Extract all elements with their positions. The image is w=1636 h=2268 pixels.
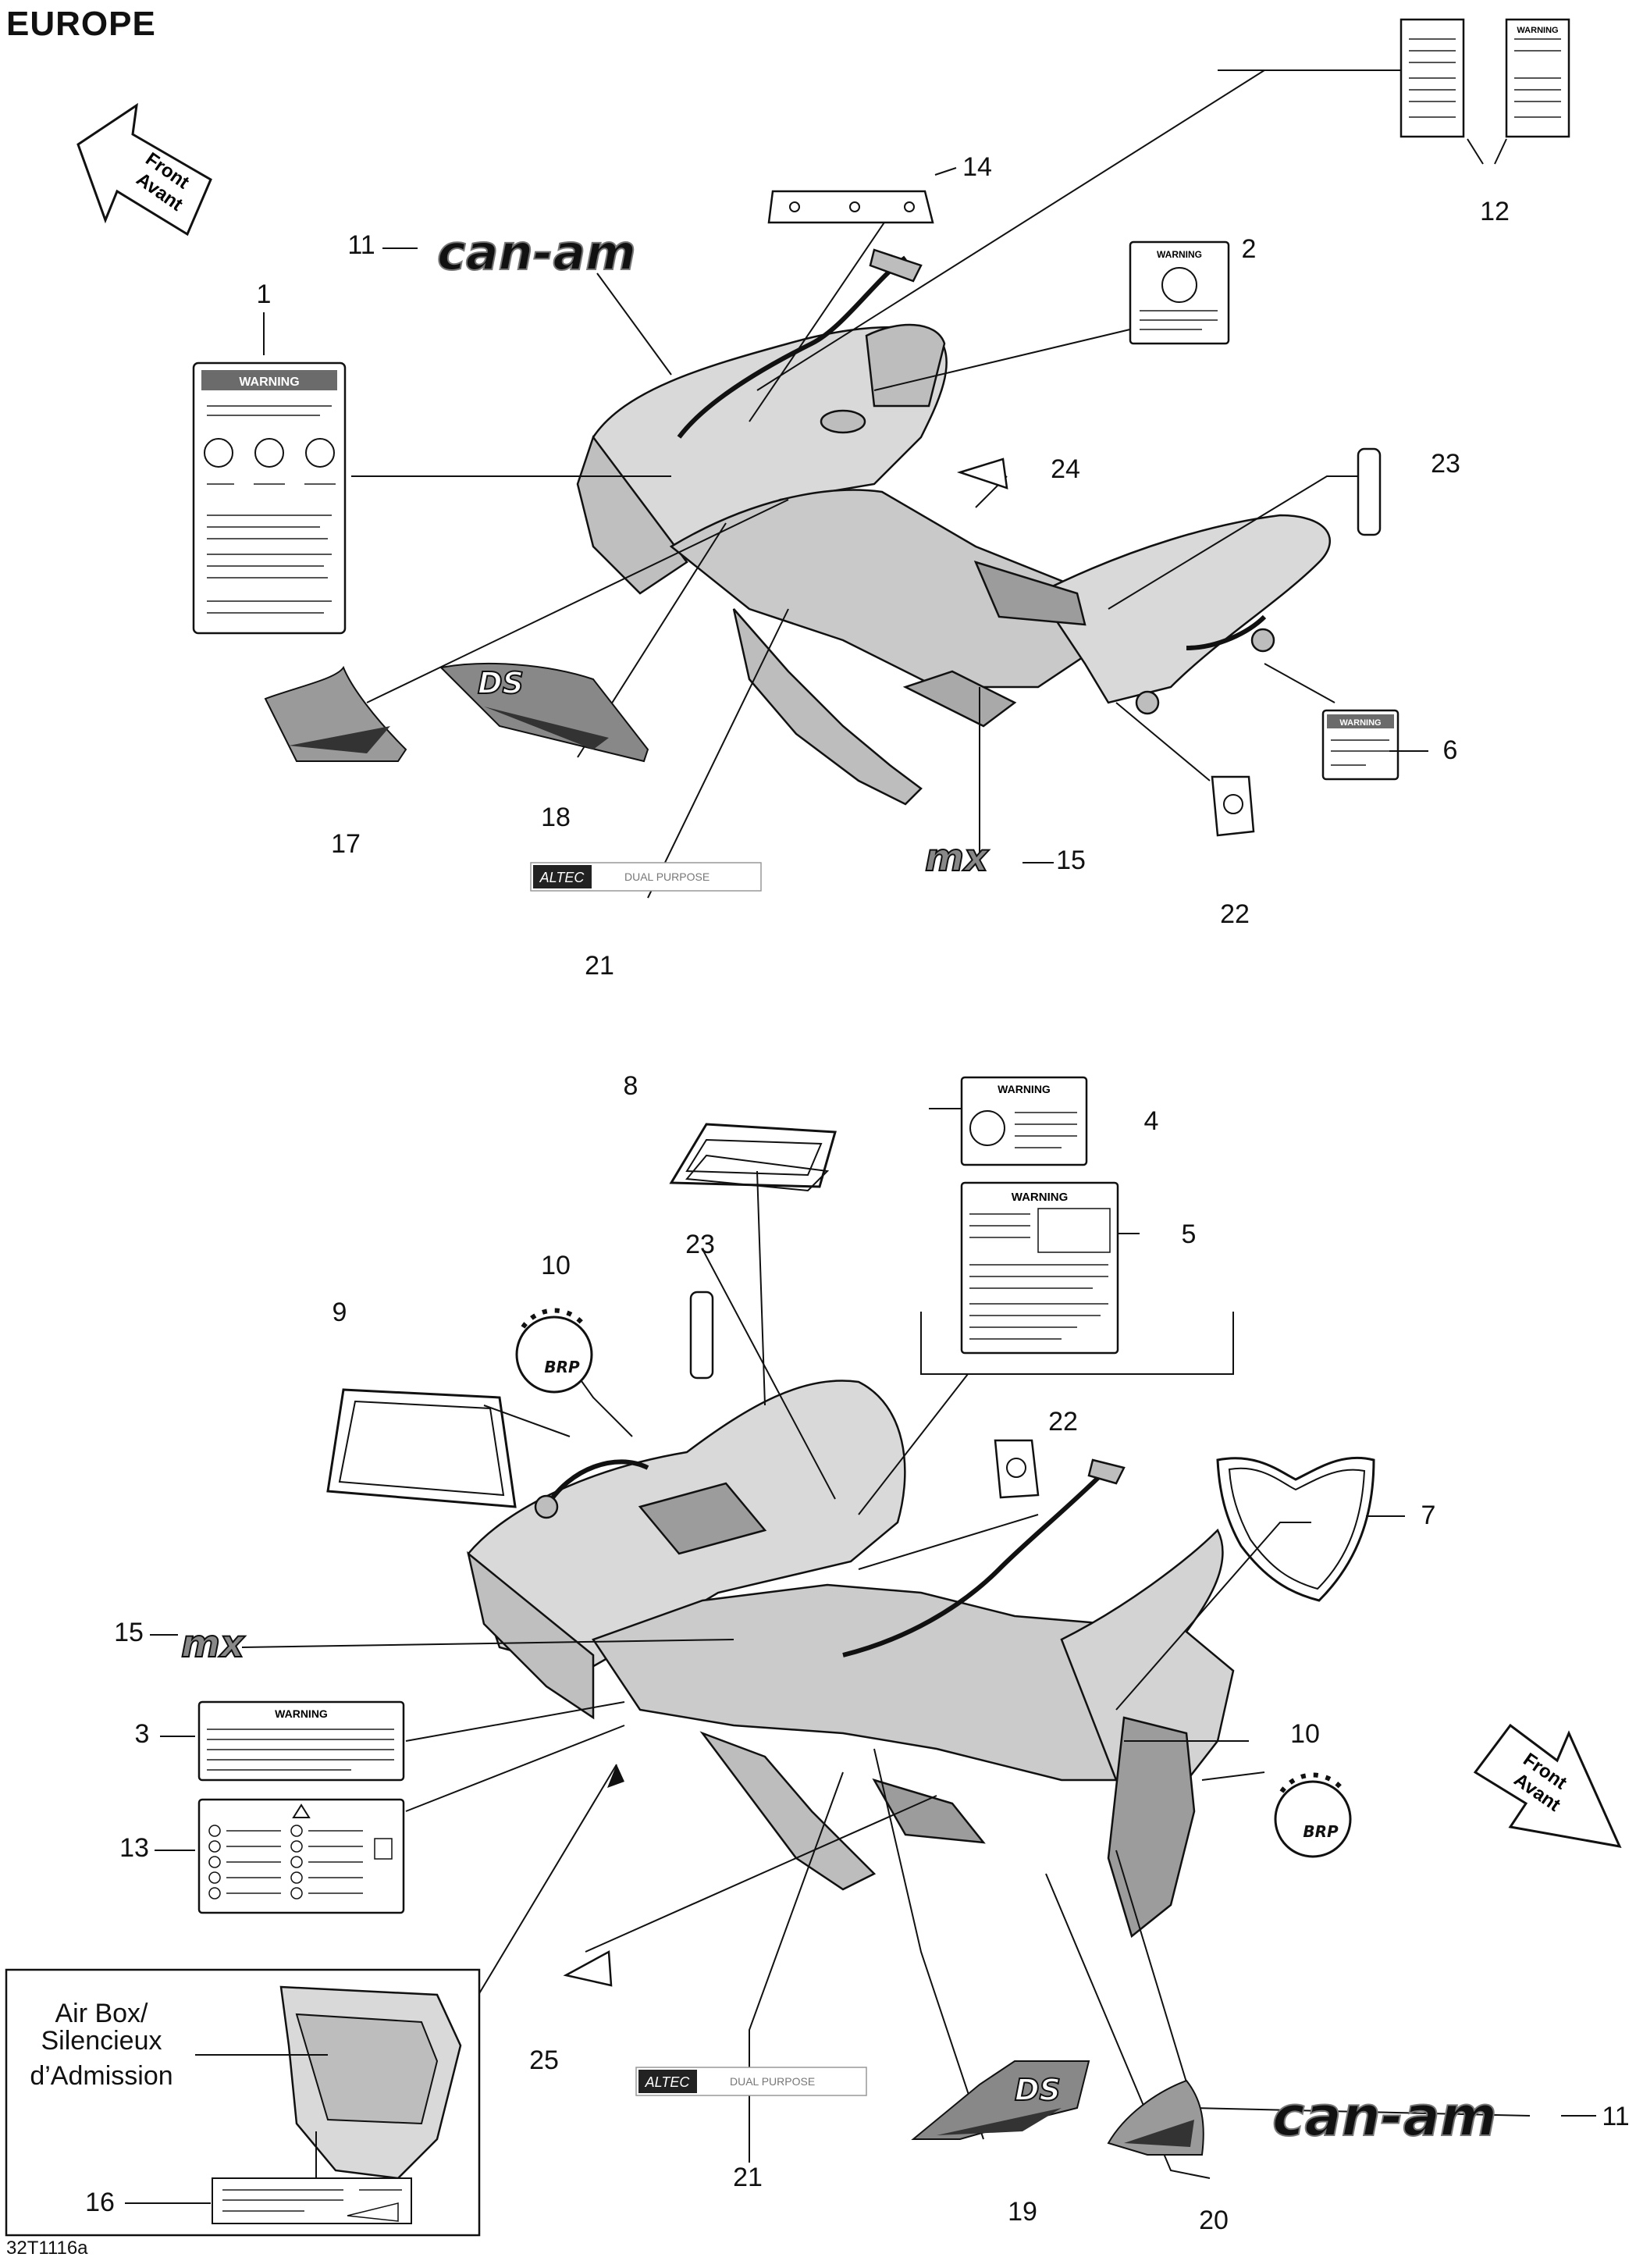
callout-4: 4 — [1144, 1106, 1159, 1136]
decal-25-triangle — [563, 1949, 613, 1987]
callout-1: 1 — [257, 279, 272, 309]
decal-22-tag-bottom — [994, 1439, 1040, 1499]
callout-11-top: 11 — [347, 230, 375, 260]
decal-14-indicator-strip — [767, 190, 934, 224]
decal-12-labels: WARNING — [1399, 18, 1570, 165]
airbox-label-line3: d’Admission — [30, 2061, 172, 2091]
decal-6-warning-text: WARNING — [1339, 718, 1381, 728]
airbox-label-line1: Air Box/ — [55, 1999, 148, 2028]
decal-5-warning-text: WARNING — [1012, 1191, 1069, 1204]
decal-1-warning-label: WARNING — [192, 361, 347, 635]
decal-10-brp-left-text: BRP — [544, 1358, 580, 1376]
front-direction-arrow-bottom[interactable]: Front Avant — [1473, 1723, 1622, 1848]
decal-2-warning-label: WARNING — [1129, 240, 1230, 345]
decal-3-warning-label: WARNING — [197, 1700, 405, 1782]
callout-2: 2 — [1242, 234, 1257, 264]
decal-2-warning-text: WARNING — [1157, 249, 1202, 260]
callout-12: 12 — [1480, 197, 1510, 226]
decal-21-altec-top: ALTEC DUAL PURPOSE — [530, 862, 762, 892]
airbox-label-line2: Silencieux — [41, 2026, 162, 2056]
decal-10-brp-right-text: BRP — [1303, 1822, 1339, 1841]
callout-22-bottom: 22 — [1048, 1407, 1078, 1437]
decal-4-warning-text: WARNING — [998, 1083, 1051, 1095]
decal-18-side-graphic: DS — [439, 663, 649, 763]
front-direction-arrow-top[interactable]: Front Avant — [76, 102, 212, 237]
decal-21-altec-top-text: ALTEC — [539, 870, 585, 885]
callout-dashes — [150, 167, 1596, 2117]
decal-10-brp-badge-right: BRP — [1274, 1772, 1352, 1858]
callout-15-bottom: 15 — [114, 1618, 144, 1647]
callout-6: 6 — [1443, 735, 1458, 765]
decal-6-warning-label: WARNING — [1321, 709, 1399, 781]
decal-23-strip-top — [1357, 447, 1382, 536]
airbox-inset: Air Box/ Silencieux d’Admission — [5, 1968, 481, 2237]
callout-21-top: 21 — [585, 951, 614, 981]
decal-18-ds-text: DS — [478, 666, 524, 700]
decal-19-side-graphic: DS — [911, 2060, 1090, 2140]
decal-21-altec-bottom: ALTEC DUAL PURPOSE — [635, 2067, 867, 2096]
decal-15-mx-bottom: mx — [181, 1622, 246, 1666]
decal-8-fender-outline — [669, 1123, 837, 1192]
decal-10-brp-badge-left: BRP — [515, 1308, 593, 1394]
callout-7: 7 — [1421, 1501, 1436, 1530]
decal-9-fender-outline — [326, 1388, 517, 1508]
callout-25: 25 — [529, 2045, 559, 2075]
decal-21-altec-top-sub: DUAL PURPOSE — [624, 871, 710, 883]
drawing-code: 32T1116a — [6, 2238, 88, 2259]
callout-14: 14 — [962, 152, 992, 182]
decal-7-shield-outline — [1216, 1456, 1375, 1602]
decal-23-strip-bottom — [689, 1291, 714, 1380]
decal-11-can-am-top-text: can-am — [437, 224, 636, 281]
decal-24-triangle — [956, 458, 1008, 490]
decal-12-warning-text: WARNING — [1517, 26, 1558, 35]
callout-numbers: 1 2 3 4 5 6 7 8 9 10 10 11 11 12 13 14 1… — [85, 152, 1630, 2235]
callout-19: 19 — [1008, 2197, 1037, 2227]
decal-13-info-label — [197, 1798, 405, 1914]
decal-17-side-graphic — [264, 665, 407, 762]
decal-1-warning-text: WARNING — [239, 376, 299, 389]
callout-8: 8 — [624, 1071, 638, 1101]
inset-pointer-arrow — [475, 1764, 624, 1999]
callout-9: 9 — [333, 1298, 347, 1327]
callout-15-top: 15 — [1056, 846, 1086, 875]
decal-20-side-graphic — [1107, 2079, 1204, 2156]
decal-21-altec-bottom-text: ALTEC — [645, 2074, 691, 2090]
atv-body-bottom — [467, 1380, 1235, 1939]
callout-21-bottom: 21 — [733, 2163, 763, 2192]
callout-23-bottom: 23 — [685, 1230, 715, 1259]
callout-18: 18 — [541, 803, 571, 832]
decal-21-altec-bottom-sub: DUAL PURPOSE — [730, 2075, 815, 2088]
decal-22-tag-top — [1211, 775, 1255, 837]
callout-24: 24 — [1051, 454, 1080, 484]
region-label: EUROPE — [6, 5, 156, 43]
decal-3-warning-text: WARNING — [275, 1707, 328, 1720]
decal-4-warning-label: WARNING — [960, 1076, 1088, 1166]
callout-5: 5 — [1182, 1219, 1197, 1249]
atv-body-top — [576, 248, 1331, 806]
decal-15-mx-top: mx — [925, 836, 990, 880]
callout-20: 20 — [1199, 2206, 1229, 2235]
decal-19-ds-text: DS — [1015, 2073, 1061, 2107]
callout-22-top: 22 — [1220, 899, 1250, 929]
callout-13: 13 — [119, 1833, 149, 1863]
callout-17: 17 — [331, 829, 361, 859]
callout-10-left: 10 — [541, 1251, 571, 1280]
callout-16: 16 — [85, 2188, 115, 2217]
callout-3: 3 — [135, 1719, 150, 1749]
callout-10-right: 10 — [1290, 1719, 1320, 1749]
decal-11-can-am-top: can-am — [436, 223, 637, 282]
callout-11-bottom: 11 — [1602, 2102, 1629, 2131]
decal-11-can-am-bottom: can-am — [1272, 2085, 1497, 2149]
decal-5-warning-label: WARNING — [960, 1181, 1119, 1355]
callout-23-top: 23 — [1431, 449, 1460, 479]
